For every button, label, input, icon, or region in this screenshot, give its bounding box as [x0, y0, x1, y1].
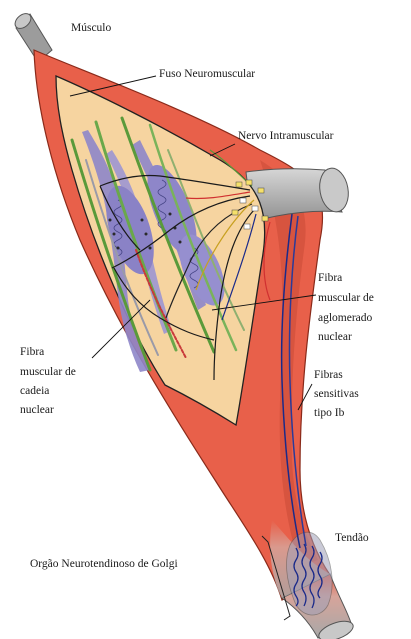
label-sensitivas-line-3: tipo Ib — [314, 407, 345, 419]
label-cadeia-line-4: nuclear — [20, 404, 54, 416]
label-aglomerado-line-1: Fibra — [318, 272, 342, 284]
label-aglomerado-line-4: nuclear — [318, 331, 352, 343]
label-fibra-cadeia-nuclear: Fibra muscular de cadeia nuclear — [20, 346, 76, 416]
label-musculo: Músculo — [71, 22, 112, 34]
label-orgao-golgi: Orgão Neurotendinoso de Golgi — [30, 558, 178, 570]
label-cadeia-line-3: cadeia — [20, 385, 49, 397]
upper-tendon — [12, 11, 52, 62]
label-fibras-sensitivas: Fibras sensitivas tipo Ib — [314, 369, 359, 419]
label-fibra-aglomerado-nuclear: Fibra muscular de aglomerado nuclear — [318, 272, 374, 343]
label-aglomerado-line-2: muscular de — [318, 292, 374, 304]
label-sensitivas-line-2: sensitivas — [314, 388, 359, 400]
label-cadeia-line-1: Fibra — [20, 346, 44, 358]
label-cadeia-line-2: muscular de — [20, 366, 76, 378]
label-fuso-neuromuscular: Fuso Neuromuscular — [159, 68, 255, 80]
label-tendao: Tendão — [335, 532, 369, 544]
label-sensitivas-line-1: Fibras — [314, 369, 343, 381]
label-aglomerado-line-3: aglomerado — [318, 312, 373, 324]
label-nervo-intramuscular: Nervo Intramuscular — [238, 130, 334, 142]
